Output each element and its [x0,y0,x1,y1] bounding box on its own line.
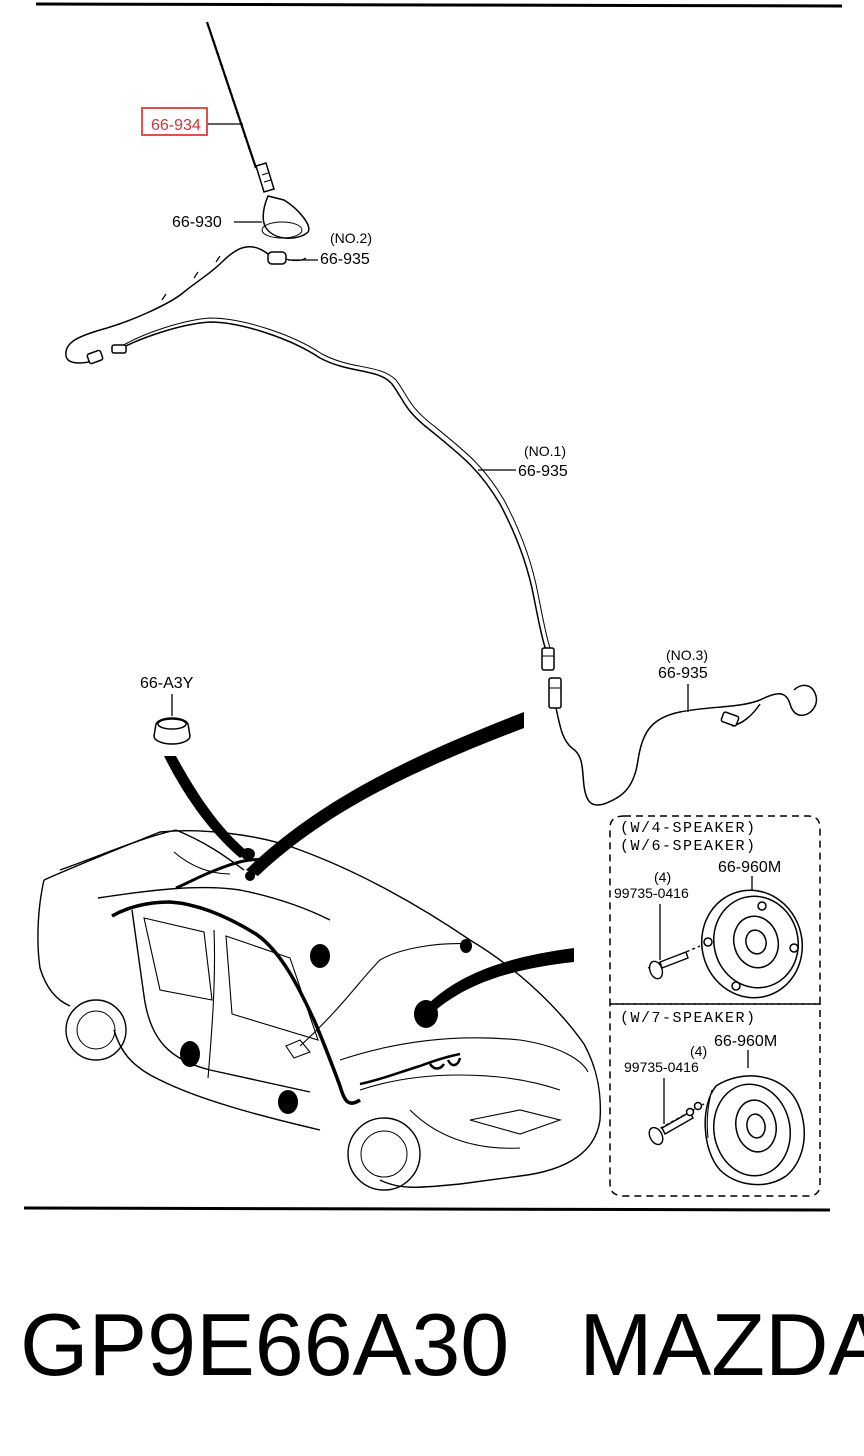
car-speaker-markers [180,848,472,1114]
bottom-border [23,1206,831,1212]
box2-speaker [685,1075,806,1186]
speaker-box-1: (W/4-SPEAKER) (W/6-SPEAKER) 66-960M (4) … [609,815,821,1005]
box1-qty: (4) [654,869,671,885]
box1-screw-code: 99735-0416 [614,885,689,901]
box2-speaker-code: 66-960M [714,1033,777,1050]
antenna-base [261,195,310,239]
box1-variant-line-1: (W/4-SPEAKER) [620,820,757,837]
car-illustration [37,829,602,1191]
caption-part-number: GP9E66A30 [20,1295,510,1394]
box1-speaker [700,889,804,999]
label-66-930: 66-930 [172,214,222,231]
caption: GP9E66A30 MAZDA [20,1290,864,1400]
feeder-no1 [111,317,555,671]
label-no2-tag: (NO.2) [330,230,372,246]
label-no3-code: 66-935 [658,665,708,682]
label-no1-tag: (NO.1) [524,443,566,459]
box2-qty: (4) [690,1043,707,1059]
label-no1-code: 66-935 [518,463,568,480]
box2-variant-line-1: (W/7-SPEAKER) [620,1010,757,1027]
box1-variant-line-2: (W/6-SPEAKER) [620,838,757,855]
pointer-bands [164,712,574,1010]
grommet [153,717,191,745]
label-no2-code: 66-935 [320,251,370,268]
box1-screw [647,945,701,980]
caption-brand: MAZDA [579,1295,864,1394]
highlight-box [141,107,208,136]
label-66-934: 66-934 [151,117,201,134]
antenna-rod [205,21,275,193]
box2-screw [648,1103,705,1146]
speaker-box-2: (W/7-SPEAKER) 66-960M (4) 99735-0416 [609,1003,821,1197]
feeder-no3 [548,677,818,806]
top-border [35,2,843,8]
box2-screw-code: 99735-0416 [624,1059,699,1075]
feeder-no2 [65,245,307,365]
label-66-a3y: 66-A3Y [140,675,194,692]
label-no3-tag: (NO.3) [666,647,708,663]
car-harness [111,858,462,1105]
box1-speaker-code: 66-960M [718,859,781,876]
